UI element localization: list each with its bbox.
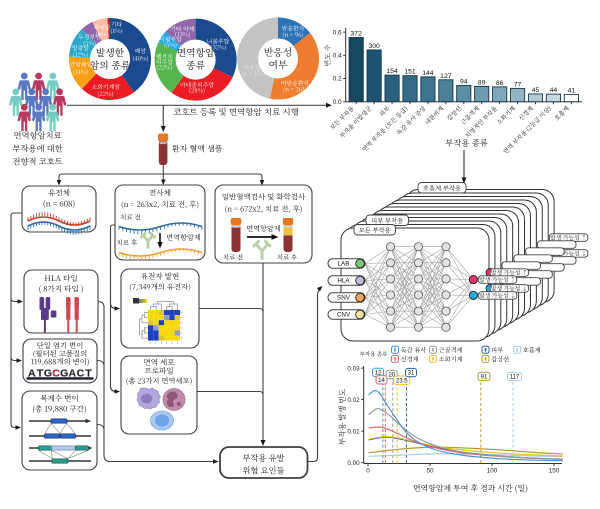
svg-text:C: C xyxy=(77,367,85,379)
svg-text:C: C xyxy=(52,367,60,379)
svg-text:14: 14 xyxy=(378,378,385,384)
svg-text:117: 117 xyxy=(510,375,520,381)
svg-text:A: A xyxy=(69,367,77,379)
svg-text:45: 45 xyxy=(532,87,540,94)
svg-text:T: T xyxy=(85,367,92,379)
svg-text:HLA: HLA xyxy=(337,278,350,285)
svg-text:300: 300 xyxy=(368,43,380,50)
svg-text:77: 77 xyxy=(514,81,522,88)
svg-text:0.02: 0.02 xyxy=(347,397,360,404)
svg-text:100: 100 xyxy=(487,468,498,475)
svg-text:151: 151 xyxy=(404,69,416,76)
svg-text:G: G xyxy=(60,367,68,379)
svg-text:154: 154 xyxy=(386,68,398,75)
svg-text:372: 372 xyxy=(351,30,363,37)
svg-text:20: 20 xyxy=(388,373,395,379)
svg-text:0: 0 xyxy=(366,468,370,475)
svg-text:T: T xyxy=(37,367,44,379)
svg-text:A: A xyxy=(28,367,36,379)
svg-text:0.01: 0.01 xyxy=(347,428,360,435)
svg-text:CNV: CNV xyxy=(337,312,351,319)
svg-text:91: 91 xyxy=(481,375,488,381)
svg-text:G: G xyxy=(44,367,52,379)
svg-text:0.6: 0.6 xyxy=(333,29,342,36)
svg-text:150: 150 xyxy=(549,468,560,475)
svg-text:41: 41 xyxy=(568,88,576,95)
svg-text:0.00: 0.00 xyxy=(347,460,360,467)
svg-text:0.03: 0.03 xyxy=(347,365,360,372)
svg-text:86: 86 xyxy=(496,80,504,87)
svg-text:0.2: 0.2 xyxy=(333,76,342,83)
svg-text:127: 127 xyxy=(440,73,452,80)
svg-text:144: 144 xyxy=(422,70,434,77)
svg-text:0.4: 0.4 xyxy=(333,53,342,60)
svg-text:SNV: SNV xyxy=(337,295,351,302)
svg-text:89: 89 xyxy=(478,79,486,86)
svg-text:12: 12 xyxy=(375,371,382,377)
svg-text:44: 44 xyxy=(550,87,558,94)
svg-text:31: 31 xyxy=(408,371,415,377)
svg-text:94: 94 xyxy=(460,78,468,85)
svg-text:50: 50 xyxy=(426,468,434,475)
svg-text:0.0: 0.0 xyxy=(333,99,342,106)
svg-text:LAB: LAB xyxy=(338,261,350,268)
svg-text:23.5: 23.5 xyxy=(396,378,408,384)
